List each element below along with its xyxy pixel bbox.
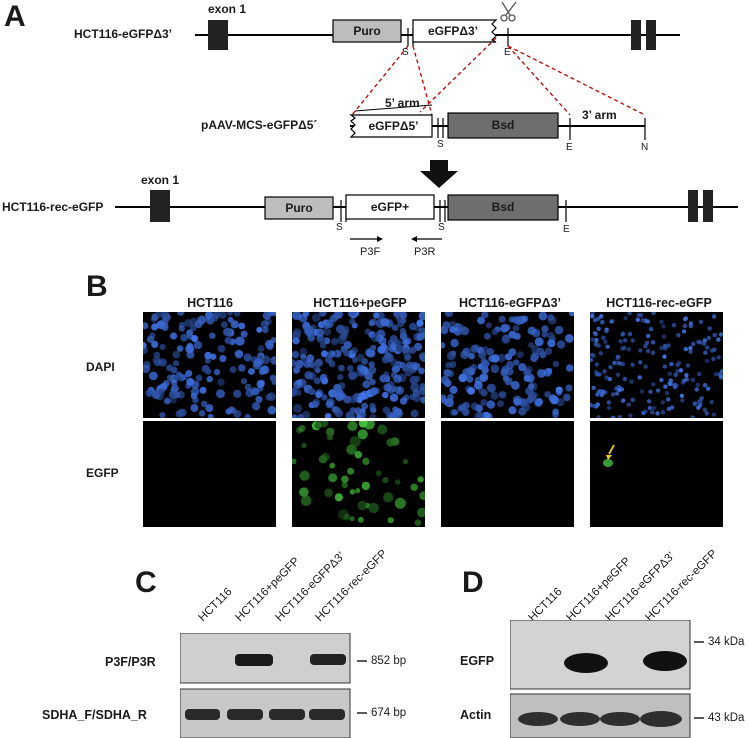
panel-b-col-3: HCT116-eGFPΔ3’ (458, 296, 562, 310)
arrow-indicator-icon (606, 444, 615, 460)
pcr-band-p3f-lane4 (310, 654, 346, 665)
row3-exon-b (703, 190, 713, 222)
row2-n-site: N (641, 142, 649, 153)
p3r-label: P3R (414, 246, 436, 258)
egfp-egfpd3-image (441, 421, 574, 527)
panel-d-lane-3: HCT116-eGFPΔ3’ (603, 550, 678, 624)
panel-b-col-2: HCT116+peGFP (313, 296, 407, 310)
pcr-band-sdha-lane2 (227, 709, 263, 720)
panel-d-row1-label: EGFP (460, 654, 495, 668)
row3-exon1 (150, 190, 170, 222)
panel-c-row1-size: 852 bp (371, 655, 407, 667)
panel-d-lane-1: HCT116 (526, 585, 565, 624)
row3-exon-a (688, 190, 698, 222)
panel-b-col-4: HCT116-rec-eGFP (606, 296, 712, 310)
row2-3arm-label: 3’ arm (582, 108, 617, 122)
row1-puro-box (332, 19, 402, 43)
row3-egfp-box (345, 194, 435, 220)
dapi-egfpd3-image (441, 312, 574, 418)
scissors-icon (500, 1, 517, 22)
row1-s-site: S (402, 47, 409, 58)
row3-s2-site: S (438, 222, 445, 233)
panel-d-letter: D (462, 566, 484, 599)
row1-exon-a (631, 20, 641, 50)
panel-a-letter: A (4, 0, 26, 33)
panel-b-row-egfp: EGFP (86, 466, 119, 480)
panel-c-row2-label: SDHA_F/SDHA_R (42, 708, 147, 722)
panel-d-lane-4: HCT116-rec-eGFP (643, 547, 720, 624)
row2-e-site: E (566, 142, 573, 153)
panel-c-row2-size: 674 bp (371, 707, 407, 719)
panel-d-row2-label: Actin (460, 708, 492, 722)
egfp-hct116-image (143, 421, 276, 527)
row1-egfp-label: eGFPΔ3’ (428, 24, 478, 38)
dapi-rec-egfp-image (590, 312, 723, 418)
panel-c-letter: C (135, 566, 157, 599)
row3-puro-label: Puro (285, 201, 313, 215)
panel-d-lane-2: HCT116+peGFP (564, 555, 634, 624)
row3-construct-name: HCT116-rec-eGFP (2, 200, 104, 214)
row1-puro-label: Puro (353, 24, 381, 38)
pcr-band-p3f-lane2 (235, 654, 273, 666)
wb-band-actin-lane1 (518, 712, 558, 726)
row3-puro-box (264, 196, 334, 220)
panel-c-lane-1: HCT116 (196, 585, 235, 624)
recombination-arrow (420, 160, 458, 188)
row1-exon1 (208, 20, 228, 50)
panel-c-lane-3: HCT116-eGFPΔ3’ (273, 550, 348, 624)
row2-5arm-label: 5’ arm (385, 96, 420, 110)
row2-egfp-label: eGFPΔ5’ (368, 119, 419, 133)
dapi-hct116-image (143, 312, 276, 418)
panel-d-row2-size: 43 kDa (708, 712, 745, 724)
egfp-rec-egfp-image (590, 421, 723, 527)
row1-e-site: E (504, 47, 511, 58)
panel-b-col-1: HCT116 (187, 296, 233, 310)
wb-band-actin-lane3 (600, 712, 640, 726)
row1-exon-label: exon 1 (208, 2, 247, 16)
western-blot (510, 620, 704, 738)
pcr-band-sdha-lane1 (185, 709, 220, 720)
panel-c-row1-label: P3F/P3R (105, 655, 156, 669)
row1-egfp-box (412, 19, 498, 43)
panel-b-letter: B (86, 270, 108, 303)
wb-band-egfp-lane2 (564, 653, 608, 673)
wb-band-egfp-lane4 (643, 651, 687, 671)
panel-c-lane-4: HCT116-rec-eGFP (313, 547, 390, 624)
row2-construct-name: pAAV-MCS-eGFPΔ5´ (201, 118, 318, 132)
dapi-peGFP-image (292, 312, 425, 418)
row2-bsd-label: Bsd (491, 118, 515, 132)
row3-bsd-label: Bsd (491, 200, 515, 214)
wb-band-actin-lane2 (560, 712, 600, 726)
row2-bsd-box (447, 112, 559, 139)
row3-s1-site: S (336, 222, 343, 233)
row1-construct-name: HCT116-eGFPΔ3’ (74, 27, 172, 41)
panel-b-row-dapi: DAPI (86, 360, 115, 374)
row2-s-site: S (437, 139, 444, 150)
row1-exon-b (646, 20, 656, 50)
p3f-label: P3F (360, 246, 381, 258)
pcr-band-sdha-lane4 (309, 709, 345, 720)
pcr-band-sdha-lane3 (269, 709, 305, 720)
wb-band-actin-lane4 (640, 711, 682, 727)
construct-diagram (115, 1, 738, 242)
panel-d-row1-size: 34 kDa (708, 636, 745, 648)
egfp-peGFP-image (292, 421, 425, 527)
row3-bsd-box (447, 194, 559, 221)
row3-exon-label: exon 1 (141, 173, 180, 187)
pcr-gel (180, 633, 367, 738)
row3-egfp-label: eGFP+ (370, 200, 410, 214)
row2-egfp-box (349, 114, 433, 138)
row3-e-site: E (563, 224, 570, 235)
